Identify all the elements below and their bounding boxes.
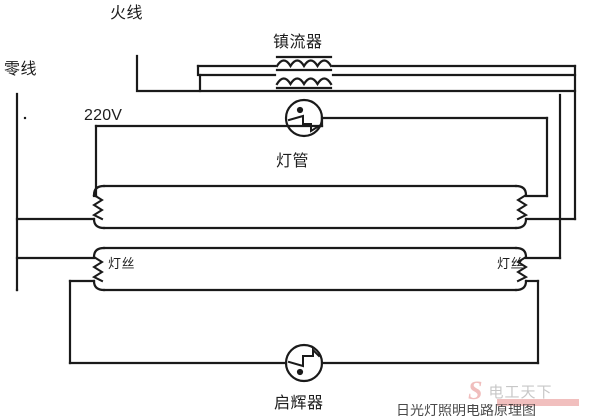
ballast-coil-top xyxy=(275,59,333,69)
starter-top-bimetal-strip xyxy=(287,114,321,133)
starter-bottom-body xyxy=(284,343,324,383)
filament-lower-right-zigzag xyxy=(516,255,529,283)
label-ballast: 镇流器 xyxy=(273,34,323,51)
filament-upper-right-zigzag xyxy=(516,193,529,221)
starter-top-electrode-dot xyxy=(296,106,304,114)
label-lamp-tube: 灯管 xyxy=(276,153,310,170)
tube-lower-corner-br xyxy=(514,279,528,292)
label-filament-left: 灯丝 xyxy=(108,256,136,271)
caption-clip: 日光灯照明电路原理图 xyxy=(0,404,600,416)
tube-upper-corner-br xyxy=(514,217,528,230)
filament-lower-left-zigzag xyxy=(91,255,104,283)
tube-upper-corner-bl xyxy=(92,217,106,230)
label-voltage: 220V xyxy=(84,107,123,124)
tube-lower-corner-tl xyxy=(92,246,106,259)
ballast-coil-bottom xyxy=(275,77,333,87)
label-neutral-wire: 零线 xyxy=(4,61,38,78)
filament-upper-left-zigzag xyxy=(91,193,104,221)
starter-bottom-electrode-dot xyxy=(296,368,304,376)
starter-bottom-bimetal-strip xyxy=(287,347,321,368)
label-live-wire: 火线 xyxy=(110,5,144,22)
wire-live-main xyxy=(135,54,577,93)
tube-upper-corner-tl xyxy=(92,184,106,197)
label-starter: 启辉器 xyxy=(274,395,324,412)
tube-lower-corner-tr xyxy=(514,246,528,259)
label-filament-right: 灯丝 xyxy=(497,256,525,271)
tube-upper-corner-tr xyxy=(514,184,528,197)
tube-lower-corner-bl xyxy=(92,279,106,292)
wire-network xyxy=(15,54,577,383)
diagram-caption: 日光灯照明电路原理图 xyxy=(396,404,536,416)
